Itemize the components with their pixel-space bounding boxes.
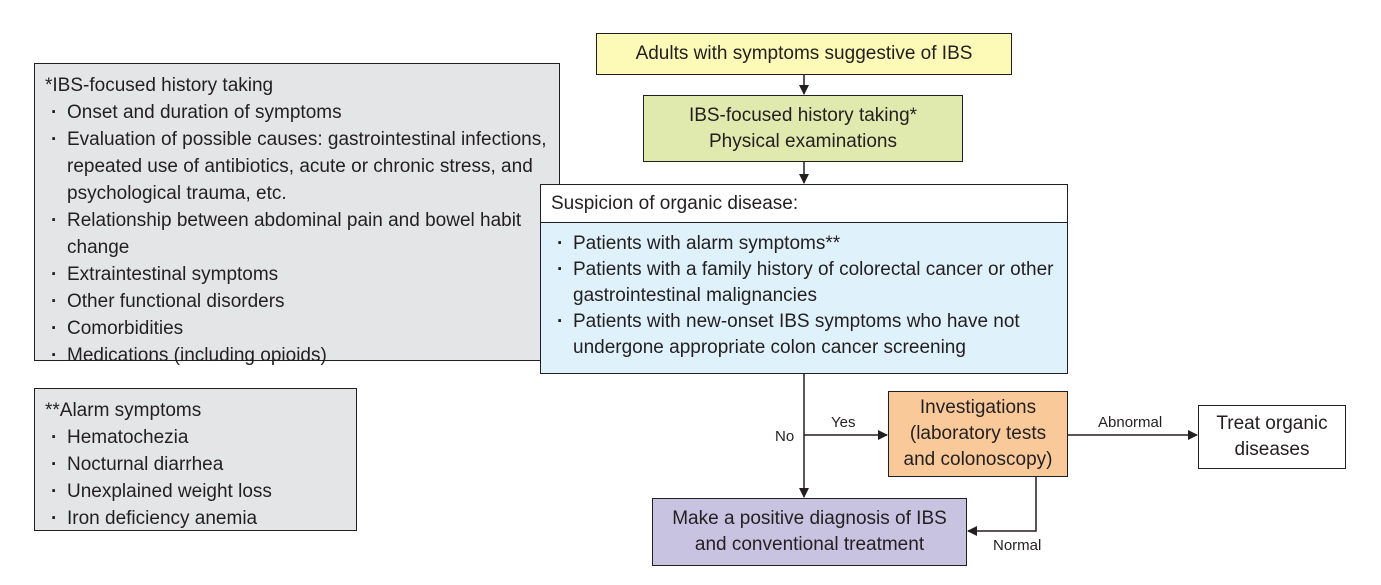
alarm-note-item: Nocturnal diarrhea: [45, 451, 346, 478]
start-node: Adults with symptoms suggestive of IBS: [596, 33, 1012, 75]
history-note-item: Medications (including opioids): [45, 342, 549, 369]
investigations-node: Investigations (laboratory tests and col…: [888, 391, 1068, 477]
history-note-item: Evaluation of possible causes: gastroint…: [45, 126, 549, 207]
history-note-item: Relationship between abdominal pain and …: [45, 207, 549, 261]
history-taking-note: *IBS-focused history taking Onset and du…: [34, 63, 560, 369]
history-note-item: Extraintestinal symptoms: [45, 261, 549, 288]
edge-label-normal: Normal: [993, 537, 1042, 554]
arrow-normal-to-diagnosis: [967, 477, 1037, 536]
history-note-item: Comorbidities: [45, 315, 549, 342]
history-note-heading: *IBS-focused history taking: [45, 75, 274, 96]
treat-organic-line: diseases: [1234, 439, 1310, 460]
diagnosis-line: and conventional treatment: [694, 534, 925, 555]
treat-organic-line: Treat organic: [1216, 413, 1328, 434]
investigations-line: (laboratory tests: [909, 423, 1047, 444]
history-node: IBS-focused history taking* Physical exa…: [643, 95, 963, 162]
alarm-note-item: Iron deficiency anemia: [45, 505, 346, 532]
suspicion-criteria-item: Patients with new-onset IBS symptoms who…: [551, 309, 1057, 361]
suspicion-criteria-item: Patients with a family history of colore…: [551, 257, 1057, 309]
suspicion-criteria-list: Patients with alarm symptoms** Patients …: [551, 231, 1057, 361]
alarm-symptoms-note: **Alarm symptoms Hematochezia Nocturnal …: [34, 388, 357, 532]
history-note-list: Onset and duration of symptoms Evaluatio…: [45, 99, 549, 369]
alarm-note-item: Unexplained weight loss: [45, 478, 346, 505]
suspicion-heading-box: Suspicion of organic disease:: [540, 184, 1068, 223]
diagnosis-node: Make a positive diagnosis of IBS and con…: [652, 498, 967, 566]
edge-label-yes: Yes: [831, 414, 856, 431]
alarm-note-heading: **Alarm symptoms: [45, 400, 202, 421]
edge-label-abnormal: Abnormal: [1098, 414, 1163, 431]
history-node-line: Physical examinations: [709, 130, 897, 152]
treat-organic-node: Treat organic diseases: [1198, 405, 1346, 469]
suspicion-criteria-box: Patients with alarm symptoms** Patients …: [540, 222, 1068, 374]
history-note-item: Other functional disorders: [45, 288, 549, 315]
alarm-note-list: Hematochezia Nocturnal diarrhea Unexplai…: [45, 424, 346, 532]
edge-label-no: No: [775, 428, 795, 445]
diagnosis-line: Make a positive diagnosis of IBS: [672, 508, 947, 529]
investigations-line: and colonoscopy): [903, 449, 1053, 470]
investigations-line: Investigations: [919, 397, 1037, 418]
alarm-note-item: Hematochezia: [45, 424, 346, 451]
suspicion-heading: Suspicion of organic disease:: [551, 193, 799, 214]
history-note-item: Onset and duration of symptoms: [45, 99, 549, 126]
start-node-label: Adults with symptoms suggestive of IBS: [635, 43, 973, 64]
history-node-line: IBS-focused history taking*: [688, 104, 918, 126]
suspicion-criteria-item: Patients with alarm symptoms**: [551, 231, 1057, 257]
